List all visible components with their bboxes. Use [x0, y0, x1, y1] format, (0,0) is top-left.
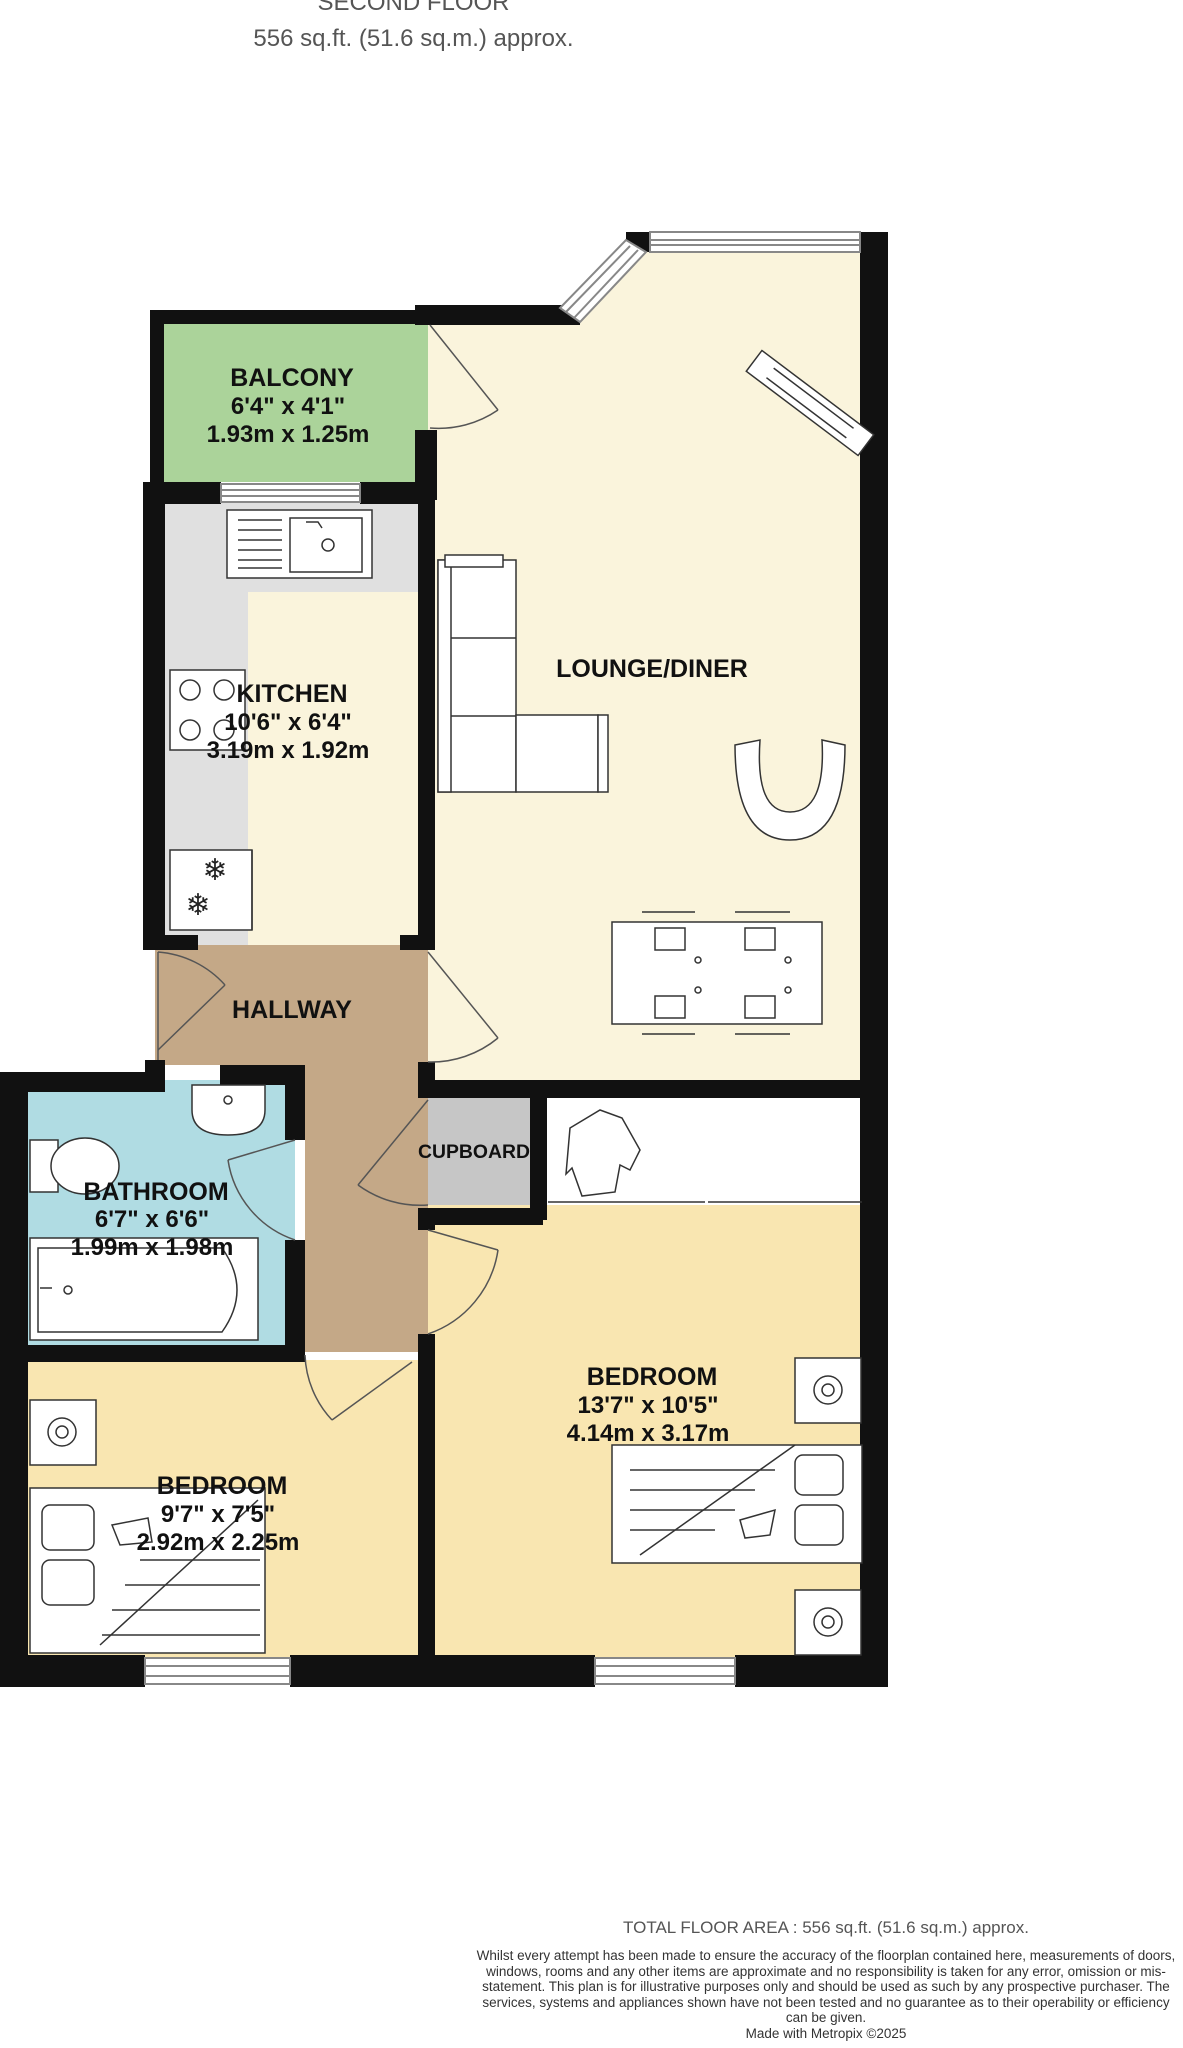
window-bedroom-large [594, 1657, 736, 1685]
hallway-name: HALLWAY [232, 996, 352, 1024]
doors [157, 324, 499, 1421]
door-balcony [429, 324, 499, 430]
media-unit [745, 349, 875, 457]
balcony-metric: 1.93m x 1.25m [207, 421, 370, 448]
bathroom-basin [191, 1084, 266, 1136]
bedroom-large-metric: 4.14m x 3.17m [567, 1420, 730, 1447]
window-bedroom-small [144, 1657, 291, 1685]
cupboard-name: CUPBOARD [418, 1142, 530, 1163]
bedside-table-small [29, 1399, 97, 1466]
disclaimer: Whilst every attempt has been made to en… [476, 1948, 1176, 2025]
lounge-fill [428, 250, 866, 1088]
room-labels: BALCONY 6'4" x 4'1" 1.93m x 1.25m KITCHE… [71, 364, 748, 1556]
bathroom-imperial: 6'7" x 6'6" [95, 1206, 209, 1233]
kitchen-name: KITCHEN [236, 680, 347, 708]
fixtures: ❄ ❄ [29, 349, 875, 1656]
bathroom-metric: 1.99m x 1.98m [71, 1234, 234, 1261]
footer: TOTAL FLOOR AREA : 556 sq.ft. (51.6 sq.m… [470, 1918, 1182, 2041]
svg-text:❄: ❄ [185, 888, 210, 923]
bedroom-small-imperial: 9'7" x 7'5" [161, 1501, 275, 1528]
bedroom-large-name: BEDROOM [587, 1363, 718, 1391]
kitchen-sink [226, 509, 373, 579]
kitchen-metric: 3.19m x 1.92m [207, 737, 370, 764]
hallway-fill [155, 945, 428, 1352]
bedroom-large-imperial: 13'7" x 10'5" [578, 1392, 719, 1419]
lounge-name: LOUNGE/DINER [556, 655, 748, 683]
kitchen-imperial: 10'6" x 6'4" [224, 709, 352, 736]
window-kitchen [220, 483, 361, 503]
window-lounge-top [649, 231, 861, 253]
bedroom-small-name: BEDROOM [157, 1472, 288, 1500]
bedside-table-large-top [794, 1357, 862, 1424]
wardrobe [548, 1109, 862, 1203]
door-kitchen [157, 951, 226, 1060]
svg-text:❄: ❄ [202, 853, 227, 888]
floor-name: SECOND FLOOR [317, 0, 510, 16]
double-bed-large [611, 1444, 863, 1564]
door-lounge [427, 951, 499, 1063]
windows [144, 231, 861, 1685]
dining-table [611, 911, 823, 1035]
corner-sofa [437, 554, 609, 793]
double-bed-small [29, 1487, 266, 1654]
toilet [29, 1137, 120, 1195]
door-bedroom-small [304, 1354, 413, 1421]
balcony-fill [160, 320, 428, 482]
bathroom-name: BATHROOM [83, 1178, 228, 1206]
fridge-freezer: ❄ ❄ [169, 849, 253, 931]
balcony-name: BALCONY [230, 364, 354, 392]
bedroom-small-metric: 2.92m x 2.25m [137, 1529, 300, 1556]
bathtub [29, 1237, 259, 1341]
kitchen-floor [248, 592, 428, 945]
balcony-imperial: 6'4" x 4'1" [231, 393, 345, 420]
walls [0, 232, 888, 1687]
armchair [734, 739, 846, 841]
bedside-table-large-bottom [794, 1589, 862, 1656]
shirt-icon [565, 1109, 641, 1197]
metropix-credit: Made with Metropix ©2025 [745, 2025, 907, 2041]
door-cupboard [357, 1099, 429, 1207]
cupboard-fill [428, 1098, 530, 1212]
floor-area: 556 sq.ft. (51.6 sq.m.) approx. [253, 25, 574, 52]
kitchen-hob [169, 669, 246, 751]
door-bathroom [227, 1139, 296, 1241]
window-bay-diagonal [558, 238, 648, 324]
door-bedroom-large [427, 1229, 499, 1335]
total-floor-area: TOTAL FLOOR AREA : 556 sq.ft. (51.6 sq.m… [623, 1918, 1029, 1937]
